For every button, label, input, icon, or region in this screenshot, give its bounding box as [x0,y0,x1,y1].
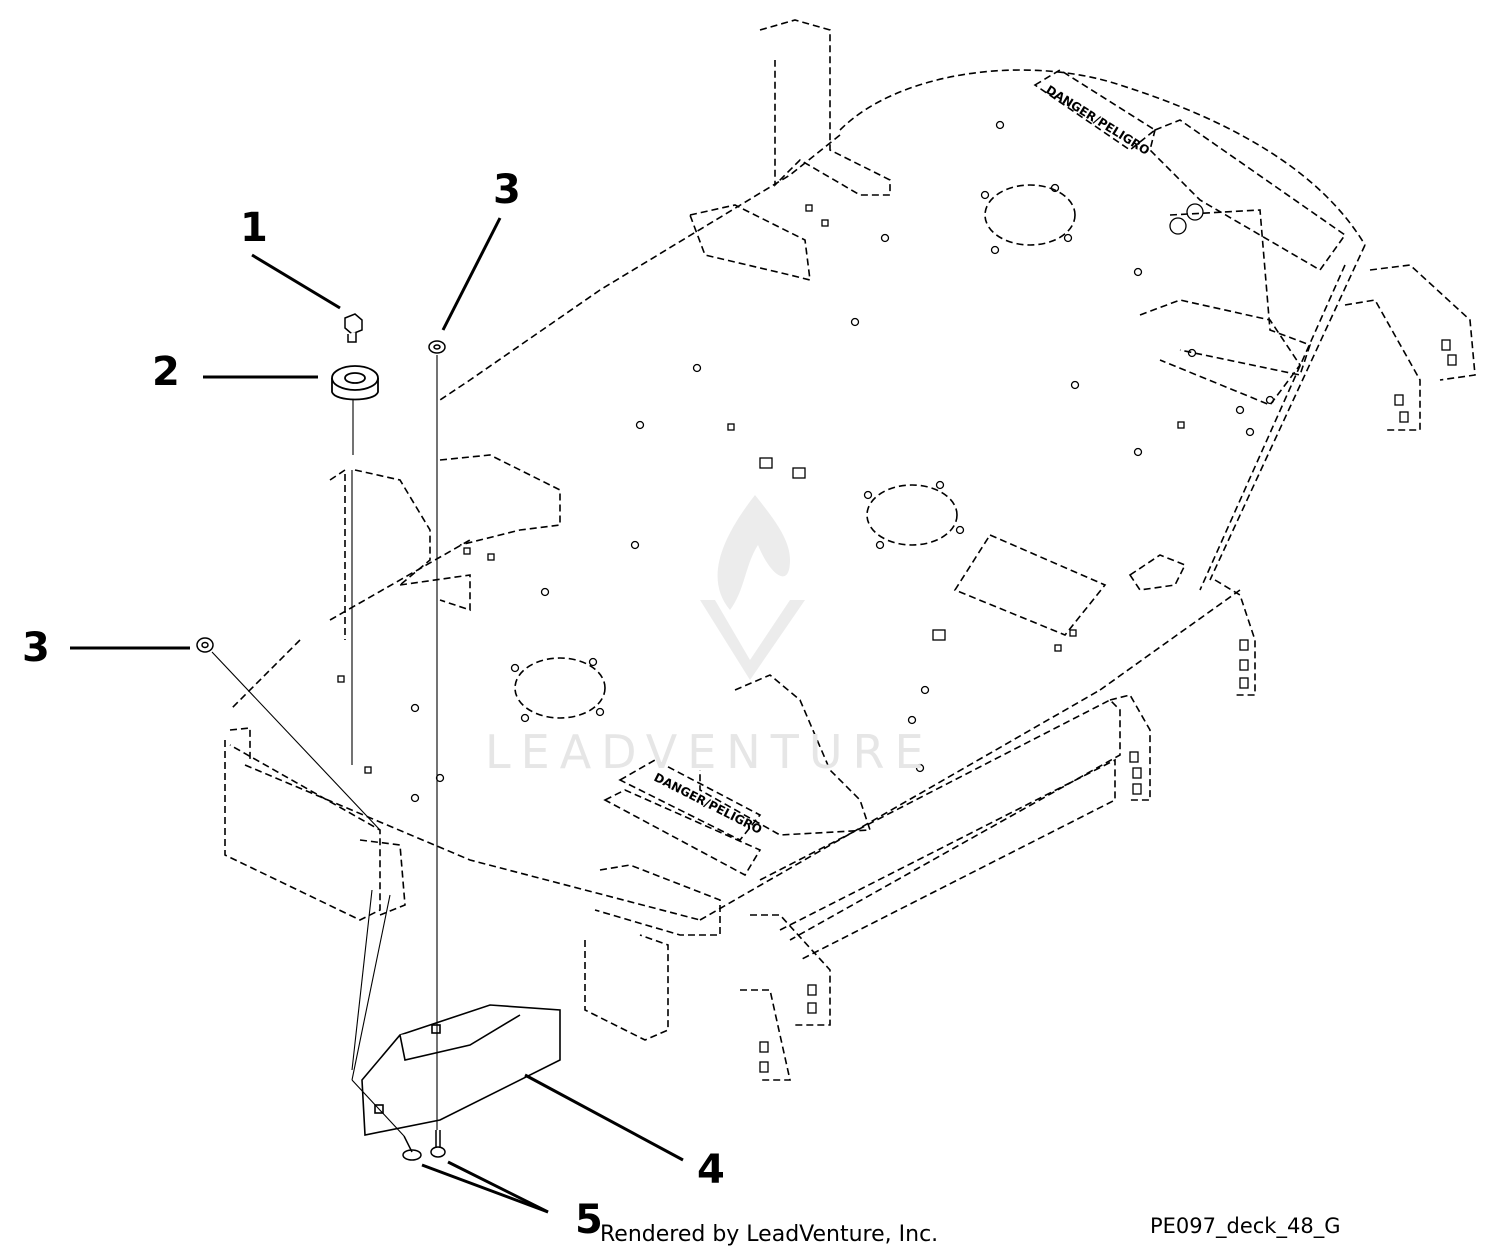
bolt-part-1 [344,313,363,343]
leader-lines [70,217,684,1214]
baffle-part-4 [361,1004,561,1136]
callout-3-top: 3 [493,167,521,213]
deck-holes [337,120,1457,1073]
bolts-part-5 [402,1130,446,1161]
watermark-text: LEADVENTURE [485,725,934,779]
nut-part-3-left [196,637,214,653]
callout-3-left: 3 [22,625,50,671]
drawing-id: PE097_deck_48_G [1150,1214,1341,1238]
callout-4: 4 [697,1147,725,1193]
alignment-lines [211,355,438,1137]
mower-deck [224,19,1476,1081]
callout-1: 1 [240,205,268,251]
bushing-part-2 [331,365,379,401]
watermark-logo [700,495,805,680]
nut-part-3-top [428,340,446,354]
credit-text: Rendered by LeadVenture, Inc. [600,1222,939,1247]
callout-2: 2 [152,349,180,395]
callout-5: 5 [575,1197,603,1243]
rear-decal-text: DANGER/PELIGRO [1043,83,1152,158]
